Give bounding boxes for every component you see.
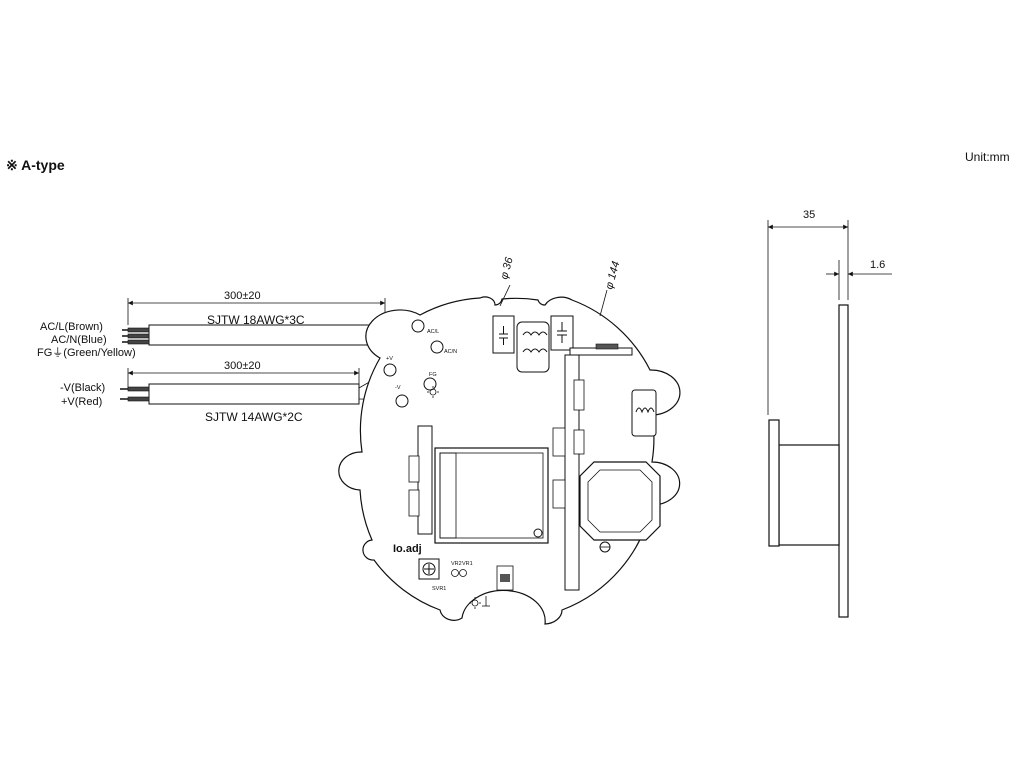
earth-symbol-icon xyxy=(427,386,439,398)
io-adj-label: Io.adj xyxy=(393,543,422,555)
unit-label: Unit:mm xyxy=(965,150,1010,164)
pos-v-label: +V(Red) xyxy=(61,396,102,408)
transformer xyxy=(579,461,661,541)
terminal-fg xyxy=(423,377,437,391)
svr-label: SVR1 xyxy=(432,586,446,592)
left-vertical-board xyxy=(417,425,433,535)
terminal-acl-label: AC/L xyxy=(427,329,439,335)
terminal-acn-label: AC/N xyxy=(444,349,457,355)
side-component-cap xyxy=(768,419,780,547)
outer-diameter-label: φ 144 xyxy=(603,260,622,291)
common-mode-choke xyxy=(516,321,550,373)
ac-n-label: AC/N(Blue) xyxy=(51,334,107,346)
terminal-acn xyxy=(430,340,444,354)
neg-v-label: -V(Black) xyxy=(60,382,105,394)
fg-label: FG⏚(Green/Yellow) xyxy=(37,346,136,359)
ac-length-label: 300±20 xyxy=(224,290,261,302)
ac-cable-jacket xyxy=(148,324,386,346)
dc-cable-jacket xyxy=(148,383,360,405)
type-title: ※ A-type xyxy=(6,157,65,173)
pcb-side-view: 35 1.6 xyxy=(767,209,892,618)
dc-length-label: 300±20 xyxy=(224,360,261,372)
thickness-label: 35 xyxy=(803,209,815,221)
board-thickness-label: 1.6 xyxy=(870,259,885,271)
pcb-top-view: φ 36 φ 144 AC/L AC/N FG +V -V xyxy=(338,255,681,625)
bottom-earth-icon xyxy=(469,596,490,609)
vr1-pad xyxy=(459,569,467,577)
inner-diameter-label: φ 36 xyxy=(498,255,516,281)
vr2-label: VR2 xyxy=(451,561,462,567)
output-inductor xyxy=(631,389,657,437)
vr1-label: VR1 xyxy=(462,561,473,567)
capacitor-block-2 xyxy=(550,315,574,351)
terminal-pos-v xyxy=(383,363,397,377)
vr2-pad xyxy=(451,569,459,577)
terminal-neg-v-label: -V xyxy=(395,385,401,391)
terminal-fg-label: FG xyxy=(429,372,437,378)
side-pcb xyxy=(838,304,849,618)
terminal-pos-v-label: +V xyxy=(386,356,393,362)
main-module xyxy=(434,447,549,544)
terminal-acl xyxy=(411,319,425,333)
ac-wire-spec: SJTW 18AWG*3C xyxy=(207,313,305,327)
dc-wire-assembly: 300±20 -V(Black) +V(Red) SJTW 14AWG*2C xyxy=(60,360,403,424)
ac-l-label: AC/L(Brown) xyxy=(40,321,103,333)
terminal-neg-v xyxy=(395,394,409,408)
dc-wire-spec: SJTW 14AWG*2C xyxy=(205,410,303,424)
side-component-body xyxy=(778,444,840,546)
